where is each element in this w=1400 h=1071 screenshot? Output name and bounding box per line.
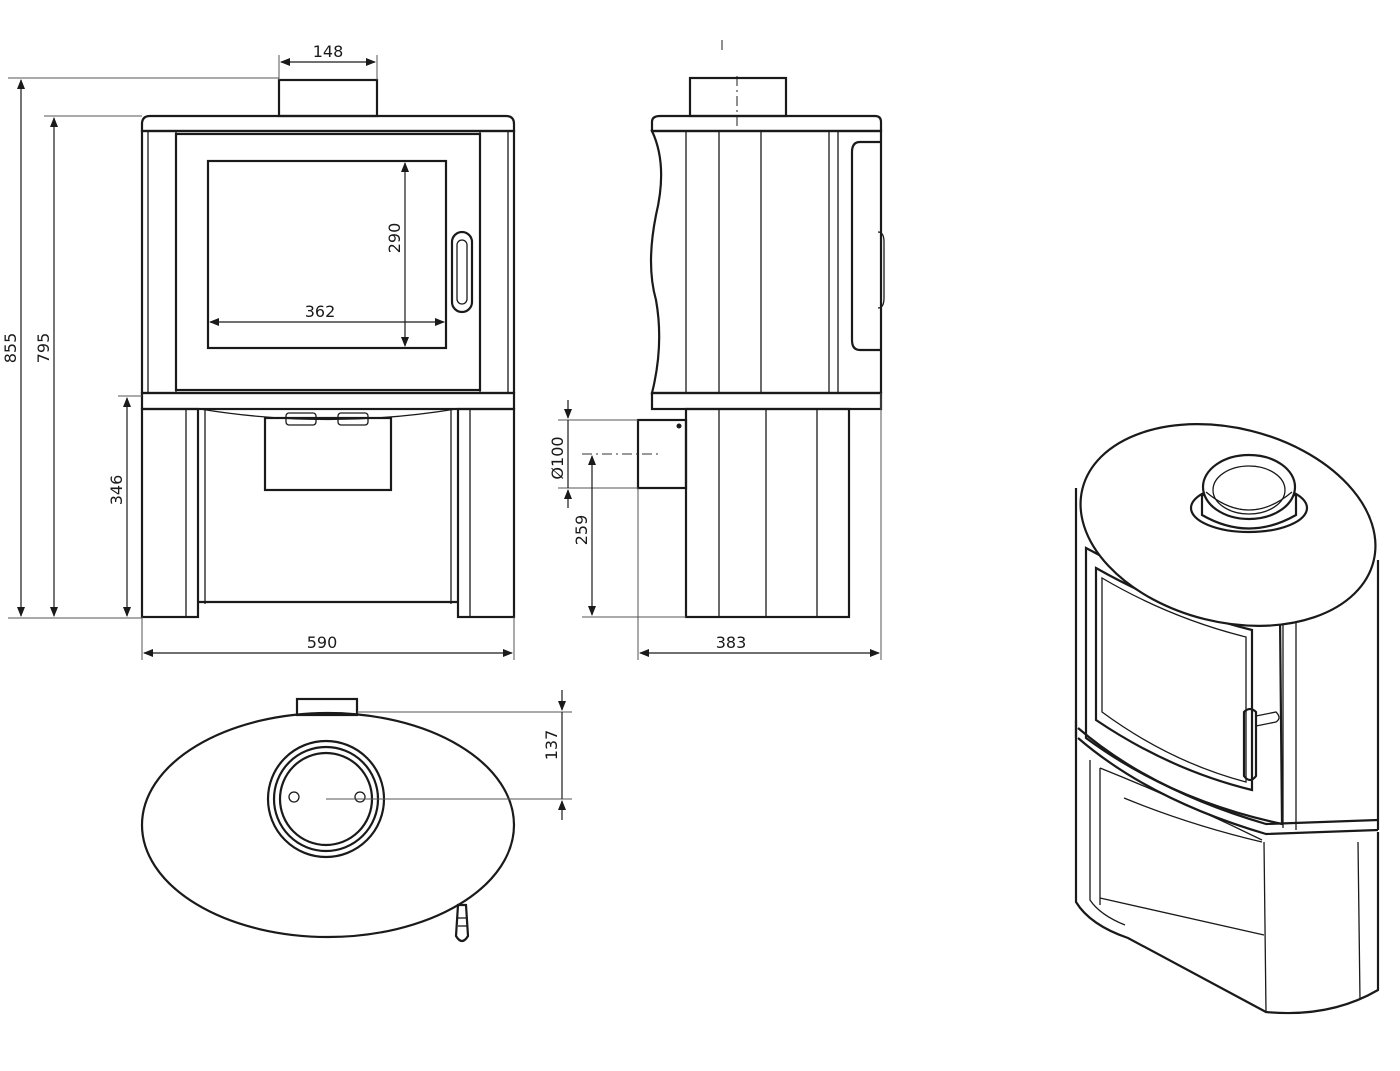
- front-view: [140, 78, 516, 619]
- front-glass: [206, 159, 448, 350]
- side-waist-band: [650, 391, 883, 411]
- front-door: [174, 132, 482, 392]
- dim-pipe-height: 259: [572, 515, 591, 546]
- side-flue-collar: [688, 76, 788, 118]
- side-dimensions: Ø100 259 383: [548, 393, 882, 660]
- top-plate-ellipse: [140, 711, 516, 939]
- perspective-base: [1074, 720, 1380, 1015]
- side-base: [684, 407, 851, 619]
- front-base-right: [456, 407, 516, 619]
- dim-glass-width: 362: [305, 302, 336, 321]
- dim-side-depth: 383: [716, 633, 747, 652]
- ash-pan: [263, 416, 393, 492]
- dim-base-height: 346: [107, 475, 126, 506]
- front-base-left: [140, 407, 200, 619]
- perspective-handle: [1242, 707, 1258, 782]
- top-rear-collar: [295, 697, 359, 717]
- top-view: [140, 697, 516, 943]
- side-door: [850, 140, 881, 352]
- dim-flue-width: 148: [313, 42, 344, 61]
- dim-body-height: 795: [34, 333, 53, 364]
- top-handle: [454, 903, 470, 943]
- dim-pipe-diameter: Ø100: [548, 436, 567, 479]
- dim-total-height: 855: [1, 333, 20, 364]
- front-waist-band: [140, 391, 516, 411]
- side-body: [649, 129, 883, 395]
- front-dimensions: 148 855 795 290 362 346 590: [1, 42, 515, 660]
- front-top-plate: [140, 114, 516, 133]
- perspective-view: [1074, 423, 1380, 1015]
- top-dimensions: 137: [326, 690, 572, 820]
- front-flue-collar: [277, 78, 379, 118]
- side-view: [636, 40, 885, 619]
- dim-front-width: 590: [307, 633, 338, 652]
- side-top-plate: [650, 114, 883, 133]
- dim-glass-height: 290: [385, 223, 404, 254]
- dim-flue-offset: 137: [542, 730, 561, 761]
- front-body: [140, 129, 516, 395]
- door-handle: [450, 230, 474, 314]
